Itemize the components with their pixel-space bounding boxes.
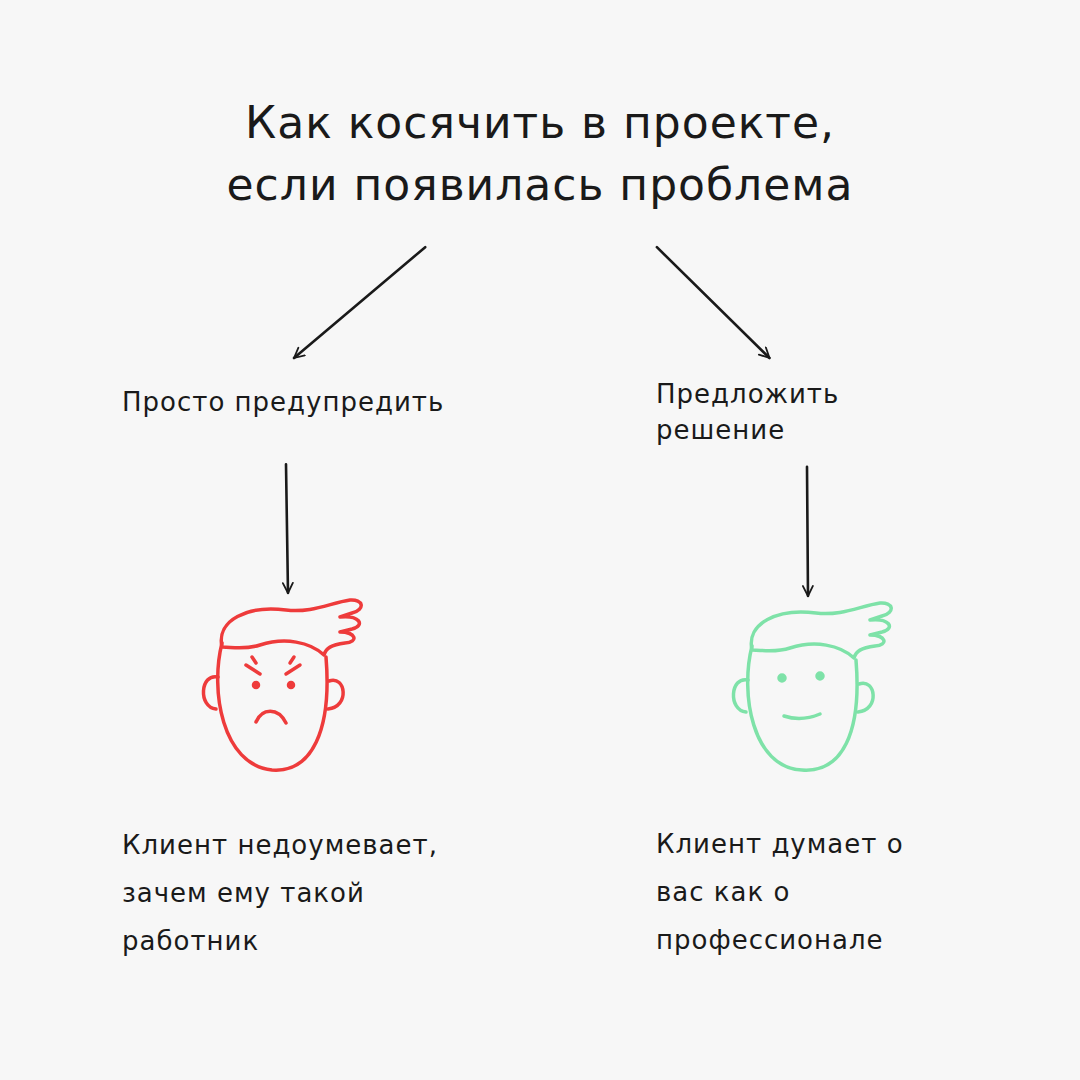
outcome-text: Клиент думает о вас как о профессионале	[656, 820, 948, 964]
flow-arrow	[294, 247, 425, 358]
option-text: Просто предупредить	[122, 384, 514, 420]
outcome-text: Клиент недоумевает, зачем ему такой рабо…	[122, 821, 454, 965]
option-box: Просто предупредить	[118, 380, 518, 424]
title-text: Как косячить в проекте, если появилась п…	[194, 92, 886, 215]
option-text: Предложить решение	[656, 376, 898, 449]
flow-arrow	[286, 464, 288, 593]
flow-arrow	[657, 247, 770, 358]
option-box: Предложить решение	[652, 372, 902, 453]
title-heading: Как косячить в проекте, если появилась п…	[190, 88, 890, 219]
flow-arrow	[807, 467, 808, 596]
happy-face	[733, 603, 891, 770]
angry-face	[203, 600, 361, 770]
outcome-face: Клиент недоумевает, зачем ему такой рабо…	[118, 595, 458, 969]
outcome-face: Клиент думает о вас как о профессионале	[652, 598, 952, 968]
